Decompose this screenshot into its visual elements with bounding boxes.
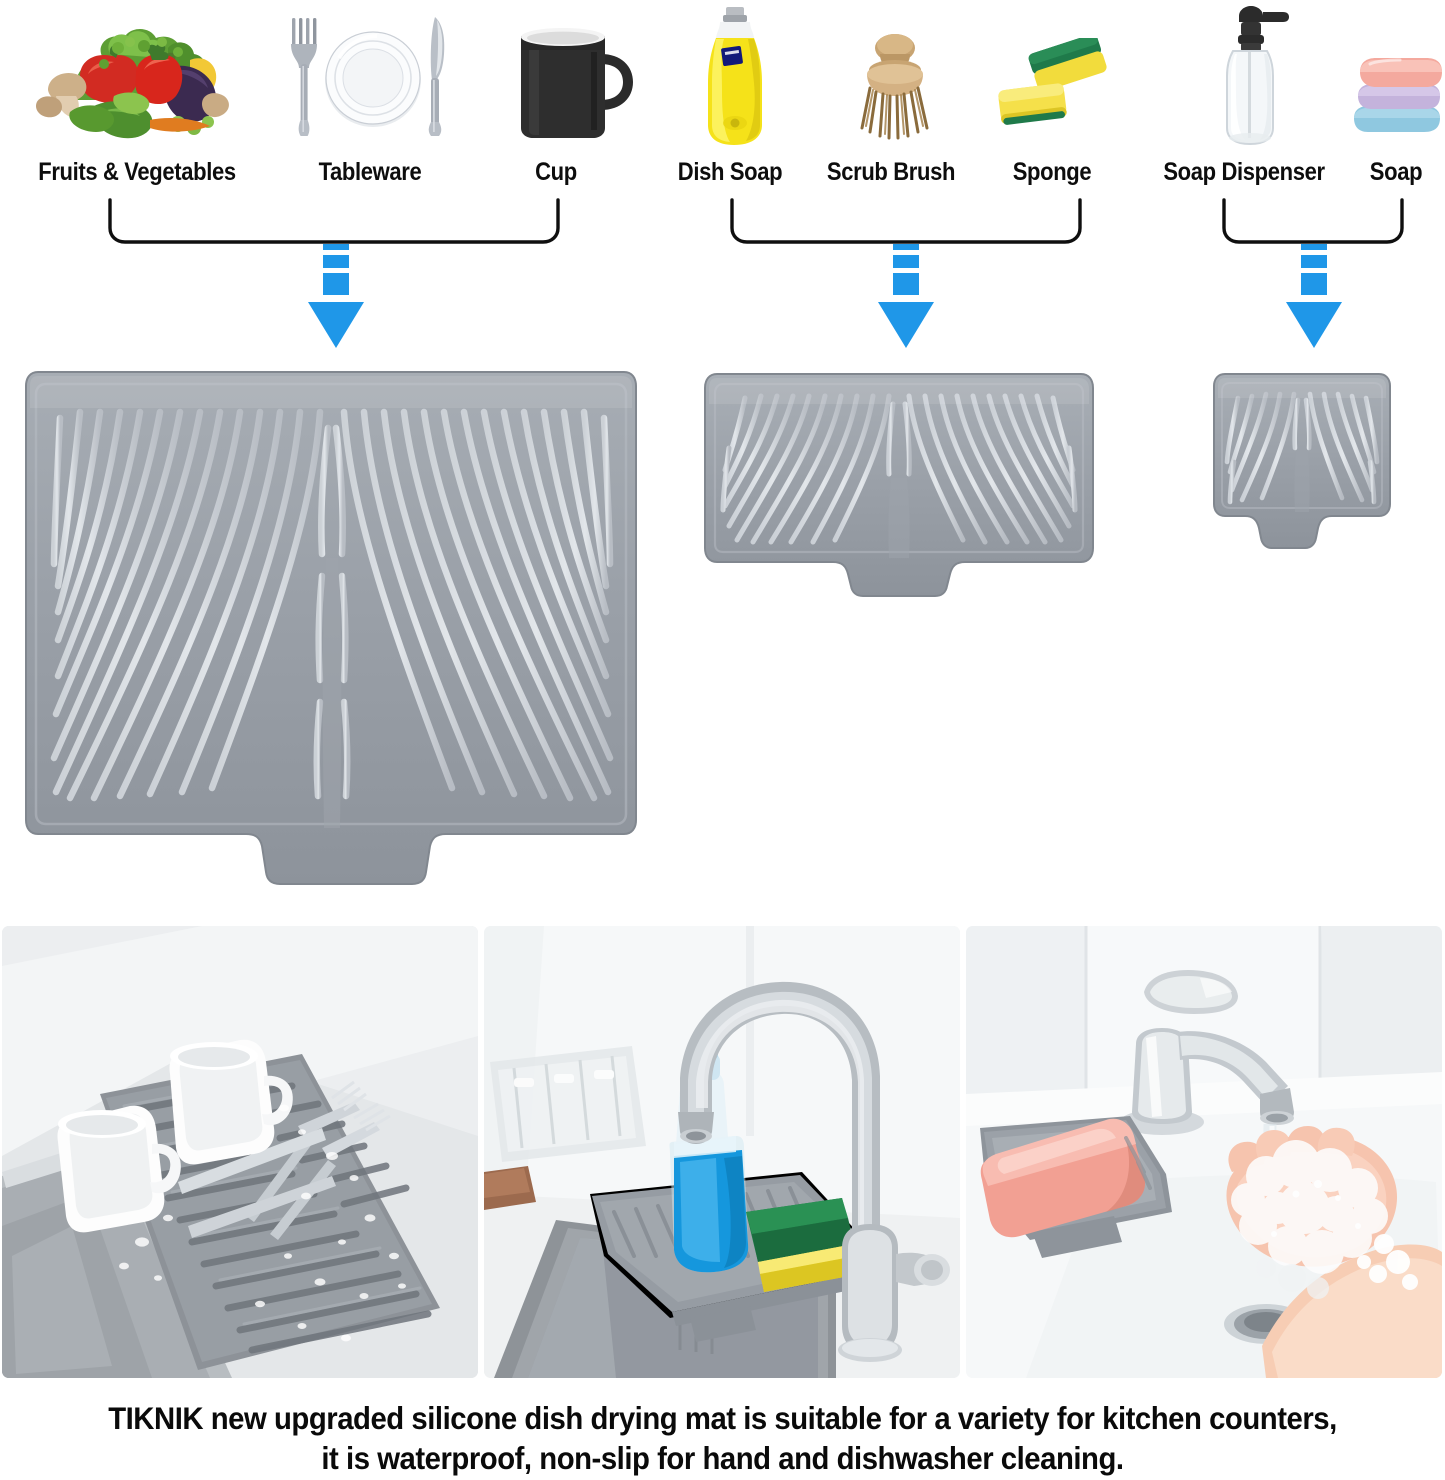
arrow-down-small: [1282, 244, 1346, 349]
product-caption: TIKNIK new upgraded silicone dish drying…: [51, 1398, 1395, 1478]
bracket-small-group: [1222, 198, 1404, 244]
photo-sink-mat-with-mugs-and-cutlery: [2, 926, 478, 1378]
label-soap-dispenser: Soap Dispenser: [1163, 158, 1325, 186]
caption-line-2: it is waterproof, non-slip for hand and …: [321, 1440, 1124, 1476]
label-fruits-vegetables: Fruits & Vegetables: [38, 158, 236, 186]
vegetables-icon: [18, 8, 256, 148]
caption-line-1: TIKNIK new upgraded silicone dish drying…: [108, 1400, 1337, 1436]
soap-dispenser-icon: [1205, 2, 1295, 148]
label-soap: Soap: [1369, 158, 1423, 186]
sponge-icon: [990, 38, 1115, 148]
label-tableware: Tableware: [318, 158, 422, 186]
label-cup: Cup: [535, 158, 577, 186]
bracket-large-group: [108, 198, 560, 244]
photo-faucet-mat-with-soap-and-sponge: [484, 926, 960, 1378]
product-icon-row: [0, 0, 1445, 150]
medium-faucet-mat: [703, 370, 1095, 600]
tableware-icon: [285, 10, 460, 148]
label-dish-soap: Dish Soap: [677, 158, 783, 186]
photo-soap-mat-with-handwashing: [966, 926, 1442, 1378]
bracket-medium-group: [730, 198, 1082, 244]
arrow-down-medium: [874, 244, 938, 349]
small-soap-mat: [1212, 370, 1392, 552]
soap-bars-icon: [1340, 40, 1445, 148]
label-sponge: Sponge: [1012, 158, 1092, 186]
scrub-brush-icon: [840, 30, 950, 148]
mug-icon: [505, 20, 645, 148]
large-dish-drying-mat: [22, 368, 640, 890]
label-scrub-brush: Scrub Brush: [826, 158, 956, 186]
arrow-down-large: [304, 244, 368, 349]
dish-soap-bottle-icon: [690, 5, 780, 148]
